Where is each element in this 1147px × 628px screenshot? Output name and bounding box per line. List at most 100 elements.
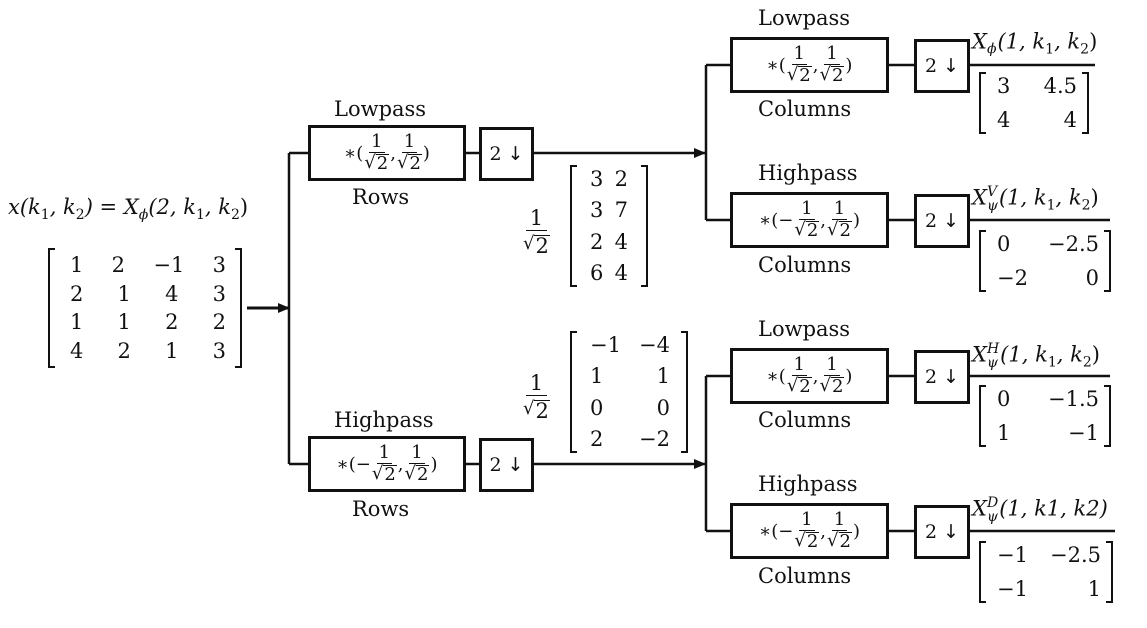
sqrt-symbol: √2 <box>787 377 812 396</box>
sqrt-symbol: √2 <box>827 532 852 551</box>
high-scale-factor: 1√2 <box>522 373 551 422</box>
matrix-cell: 1 <box>1087 577 1101 601</box>
filter-prefix: ∗( <box>344 142 364 164</box>
fraction: 1√2 <box>794 509 820 552</box>
radicand: 2 <box>416 464 430 485</box>
fraction-numerator: 1 <box>824 43 840 65</box>
stage1-highpass-downsampler: 2↓ <box>479 438 534 492</box>
radical-sign: √ <box>819 64 831 85</box>
matrix-cell: 1 <box>117 281 131 306</box>
radicand: 2 <box>375 153 390 174</box>
filter-suffix: ) <box>845 54 853 76</box>
fraction-denominator: √2 <box>372 464 397 484</box>
matrix-cell: 2 <box>165 310 179 335</box>
matrix-row: −1−2.5 <box>997 543 1101 567</box>
output-sub-1: 1 <box>1047 354 1057 371</box>
radicand: 2 <box>805 220 820 241</box>
matrix-cell: 0 <box>997 387 1011 411</box>
fraction-numerator: 1 <box>799 509 815 531</box>
output-symbol: X <box>972 342 987 367</box>
matrix-cell: 4 <box>614 260 628 285</box>
output-subscript: ψ <box>986 509 998 525</box>
sqrt-symbol: √2 <box>787 66 812 85</box>
stage1-lowpass-downsampler: 2↓ <box>479 127 534 181</box>
matrix-cell: 4 <box>997 108 1011 132</box>
fraction-numerator: 1 <box>831 198 848 220</box>
fraction-denominator: √2 <box>819 64 845 85</box>
filter-prefix: ∗(− <box>759 209 794 231</box>
matrix-row: 1−1 <box>997 421 1099 445</box>
stage2-filter-title: Lowpass <box>758 317 851 341</box>
sqrt-symbol: √2 <box>794 531 820 552</box>
matrix-cell: −2.5 <box>1050 543 1101 567</box>
matrix-row: −1−4 <box>590 333 670 357</box>
downsample-factor: 2 <box>924 210 938 232</box>
down-arrow-icon: ↓ <box>943 521 959 543</box>
output-sub-1: 1 <box>1046 197 1056 214</box>
output-args-mid: , k <box>1056 342 1083 367</box>
fraction: 1√2 <box>819 356 845 396</box>
radicand: 2 <box>838 220 852 241</box>
output-args-end: ) <box>1090 185 1099 210</box>
stage1-highpass-title: Highpass <box>334 408 434 432</box>
matrix-cell: 0 <box>590 395 604 420</box>
matrix-cell: 1 <box>70 310 84 335</box>
stage2-downsampler: 2↓ <box>914 350 970 404</box>
stage2-downsampler: 2↓ <box>914 505 970 559</box>
down-arrow-icon: ↓ <box>943 210 959 232</box>
sqrt-symbol: √2 <box>405 465 430 484</box>
fraction-numerator: 1 <box>401 131 418 153</box>
filter-suffix: ) <box>430 453 438 475</box>
filter-prefix: ∗(− <box>336 453 371 475</box>
matrix-cell: 2 <box>590 229 604 254</box>
matrix-cell: 2 <box>111 253 126 277</box>
fraction-numerator: 1 <box>831 509 848 531</box>
matrix-cell: −1 <box>997 577 1028 601</box>
output-args: (1, k <box>1000 342 1048 367</box>
output-args: (1, k <box>997 29 1046 54</box>
matrix-cell: −1 <box>590 333 621 357</box>
radicand: 2 <box>805 531 820 552</box>
matrix-cell: 4.5 <box>1043 74 1077 98</box>
stage1-lowpass-title: Lowpass <box>334 97 427 121</box>
fraction-numerator: 1 <box>369 131 385 153</box>
radicand: 2 <box>534 399 550 423</box>
filter-prefix: ∗(− <box>759 520 794 542</box>
fraction-numerator: 1 <box>525 208 548 231</box>
matrix-cell: 3 <box>997 74 1011 98</box>
output-subscript: ψ <box>986 355 998 371</box>
input-label: x(k1, k2) = Xϕ(2, k1, k2) <box>8 195 249 224</box>
matrix-cell: 1 <box>656 364 670 389</box>
radical-sign: √ <box>371 463 384 484</box>
fraction-denominator: √2 <box>364 153 390 174</box>
output-sub-2: 2 <box>1081 197 1091 214</box>
fraction-denominator: √2 <box>827 531 852 551</box>
output-symbol: X <box>972 29 987 54</box>
filter-suffix: ) <box>845 365 853 387</box>
matrix-cell: 2 <box>590 426 604 451</box>
output-superscript: D <box>986 495 999 511</box>
output-args-end: ) <box>1091 342 1100 367</box>
filter-prefix: ∗( <box>766 54 786 76</box>
stage2-column-filter: ∗(1√2,1√2) <box>730 348 889 404</box>
radicand: 2 <box>798 376 812 397</box>
matrix-cell: −2 <box>997 266 1028 290</box>
fraction-denominator: √2 <box>794 531 820 552</box>
stage1-rows-label-top: Rows <box>352 185 410 209</box>
filter-separator: , <box>390 142 396 164</box>
fraction: 1√2 <box>397 133 422 173</box>
matrix-cell: 7 <box>614 198 628 223</box>
